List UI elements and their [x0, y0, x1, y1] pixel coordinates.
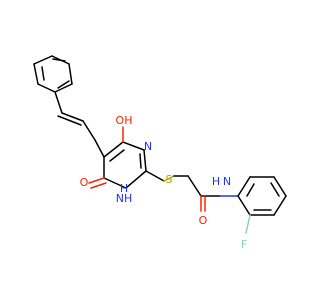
amide-oxygen-label: O	[199, 214, 208, 227]
phenyl-top-double-1	[41, 66, 45, 81]
amide-hydrogen-label: H	[212, 175, 220, 188]
thioether-link	[145, 170, 221, 212]
aryl-double-3	[246, 183, 255, 197]
phenyl-ring-top	[33, 55, 73, 93]
molecule-structure: OH O N NH H S O N H F	[33, 55, 287, 251]
amide-carbon-bond	[187, 175, 202, 197]
phenyl-top-bond-6	[33, 55, 53, 65]
ring-substituents	[88, 126, 124, 189]
carbonyl-bond-2	[90, 182, 107, 189]
pyr-bond-2	[122, 141, 145, 151]
ring-nh-label: NH	[116, 192, 133, 205]
aryl-bond-1	[237, 195, 251, 216]
chain-bond-4	[94, 139, 105, 158]
phenyl-top-double-2	[57, 80, 70, 89]
aryl-bond-4	[273, 176, 287, 197]
phenyl-top-double-3	[52, 58, 66, 62]
carbonyl-oxygen-label: O	[80, 176, 89, 189]
fluorine-label: F	[241, 238, 247, 251]
thio-bond-2	[163, 175, 175, 182]
molecule-svg: OH O N NH H S O N H F	[33, 55, 287, 251]
chain-bond-1	[54, 91, 63, 114]
hydroxyl-label: OH	[116, 114, 133, 127]
phenyl-top-bond-2	[37, 83, 56, 93]
aryl-bond-3	[273, 195, 287, 216]
phenyl-top-bond-3	[54, 83, 73, 93]
fluoro-bond	[245, 214, 251, 234]
pyr-bond-1	[103, 141, 124, 158]
pyr-bond-4	[125, 170, 147, 189]
aryl-double-2	[270, 182, 280, 197]
amide-nitrogen-label: N	[223, 175, 231, 188]
pyr-bond-3	[143, 149, 147, 172]
ring-nitrogen-label: N	[144, 140, 152, 153]
thio-bond-1	[145, 170, 165, 182]
fluorophenyl-ring	[219, 176, 287, 234]
aryl-bond-6	[237, 176, 251, 197]
pyr-double-2	[139, 153, 142, 169]
sulfur-label: S	[166, 173, 173, 186]
chain-bond-3	[82, 120, 96, 141]
pyr-bond-5	[103, 177, 127, 189]
phenyl-top-bond-4	[68, 63, 73, 85]
phenyl-top-bond-1	[33, 63, 39, 85]
ring-h-label: H	[120, 182, 128, 195]
pyr-double-1	[109, 149, 125, 162]
chain-bond-2	[61, 112, 84, 122]
chain-double-bond	[57, 115, 82, 126]
carbonyl-bond-1	[88, 177, 105, 184]
styryl-chain	[54, 91, 105, 158]
pyrimidine-ring	[103, 141, 147, 189]
